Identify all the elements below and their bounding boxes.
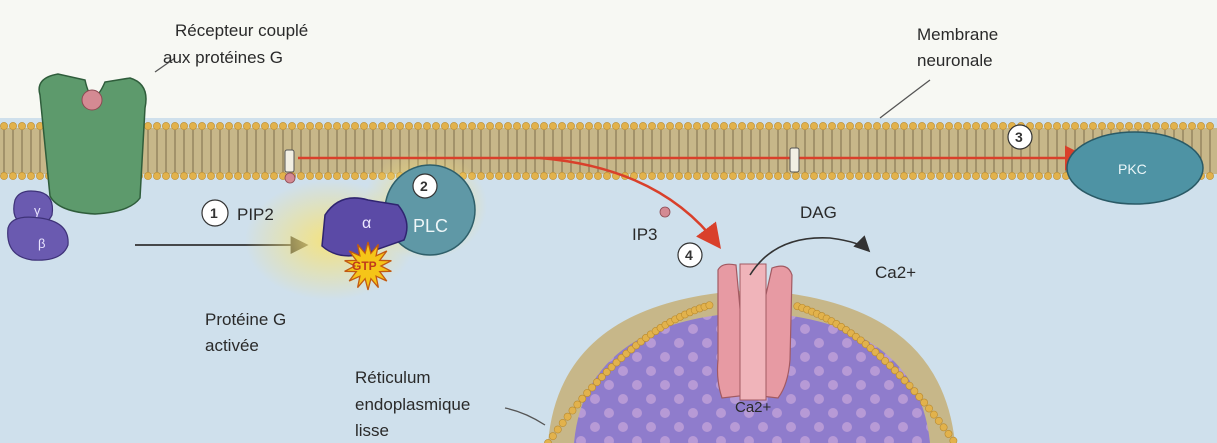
receptor-label-line1: Récepteur couplé <box>175 21 308 40</box>
membrane-label-line2: neuronale <box>917 51 993 70</box>
dag-anchor <box>790 148 799 172</box>
g-protein-label-line1: Protéine G <box>205 310 286 329</box>
gtp-label: GTP <box>352 259 377 273</box>
plc-label: PLC <box>413 216 448 236</box>
g-protein-receptor <box>39 74 146 214</box>
calcium-cytosol-label: Ca2+ <box>875 263 916 282</box>
pkc-enzyme: PKC <box>1067 132 1203 204</box>
beta-label: β <box>38 236 45 251</box>
ip3-label: IP3 <box>632 225 658 244</box>
step-4-number: 4 <box>685 247 693 263</box>
step-2-marker: 2 <box>413 174 437 198</box>
pkc-label: PKC <box>1118 161 1147 177</box>
calcium-channel <box>718 264 793 400</box>
step-1-marker: 1 <box>202 200 228 226</box>
g-protein-label-line2: activée <box>205 336 259 355</box>
reticulum-label-line3: lisse <box>355 421 389 440</box>
gamma-label: γ <box>34 203 41 218</box>
membrane-label-line1: Membrane <box>917 25 998 44</box>
step-4-marker: 4 <box>678 243 702 267</box>
dag-label: DAG <box>800 203 837 222</box>
reticulum-label-line2: endoplasmique <box>355 395 470 414</box>
step-1-number: 1 <box>210 205 218 221</box>
alpha-label: α <box>362 215 371 232</box>
calcium-er-label: Ca2+ <box>735 399 772 416</box>
pip2-label: PIP2 <box>237 205 274 224</box>
reticulum-label-line1: Réticulum <box>355 368 431 387</box>
step-2-number: 2 <box>420 178 428 194</box>
receptor-label-line2: aux protéines G <box>163 48 283 67</box>
step-3-number: 3 <box>1015 129 1023 145</box>
pip2-anchor <box>285 150 295 183</box>
ip3-molecule <box>660 207 670 217</box>
step-3-marker: 3 <box>1008 125 1032 149</box>
